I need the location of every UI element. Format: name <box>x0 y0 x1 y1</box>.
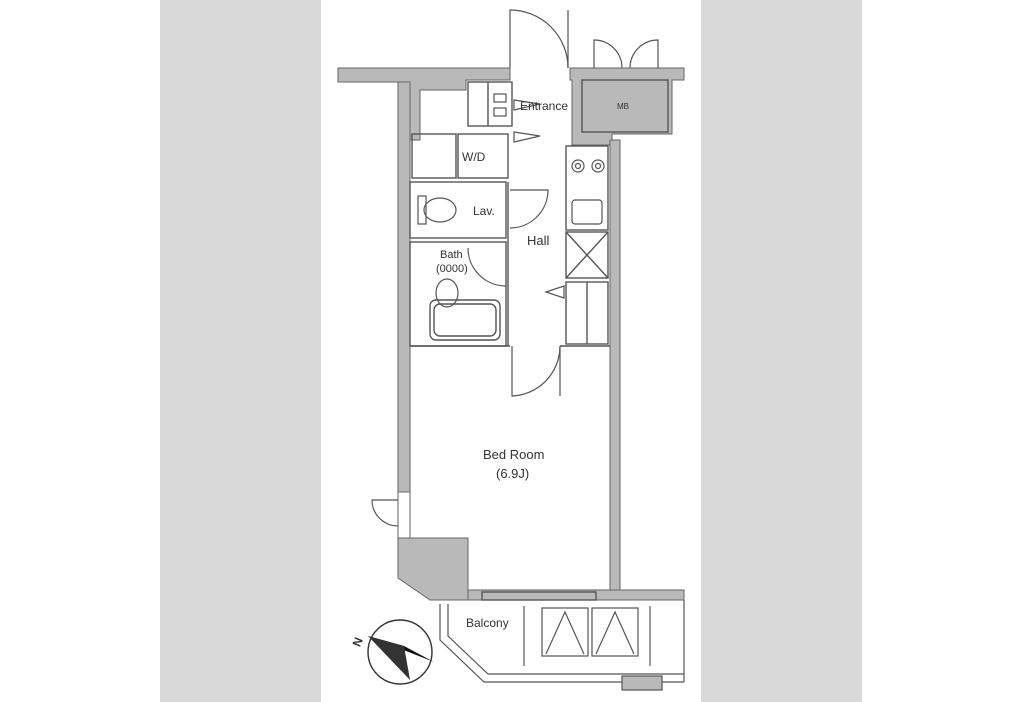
entrance-door-swing <box>509 9 569 69</box>
bath-door-swing <box>467 247 507 287</box>
right-gray-panel <box>701 0 862 702</box>
top-wall-right <box>569 67 685 146</box>
pantry-box <box>411 133 457 179</box>
right-wall <box>609 139 621 591</box>
bedroom-door-swing <box>511 345 561 397</box>
left-wall <box>397 81 411 493</box>
sink <box>571 199 603 225</box>
kitchen-counter <box>565 145 609 231</box>
north-label: N <box>350 635 366 648</box>
interior-walls <box>409 79 669 601</box>
balcony <box>439 600 685 691</box>
fridge-space <box>565 231 609 279</box>
bathtub <box>429 299 501 341</box>
fixtures <box>417 93 605 308</box>
room-labels: Entrance MB W/D Lav. Hall Bath (0000) Be… <box>350 99 629 649</box>
compass-icon <box>367 619 434 685</box>
balcony-side-door <box>371 499 399 527</box>
stove-burner-2 <box>591 159 605 173</box>
mb-label: MB <box>617 102 629 111</box>
bath-label: Bath <box>440 249 463 261</box>
outdoor-unit-2 <box>591 607 639 657</box>
lavatory-room <box>409 181 507 239</box>
entrance-label: Entrance <box>520 99 568 113</box>
mb-door-left <box>593 39 623 69</box>
balcony-label: Balcony <box>466 616 509 630</box>
toilet <box>423 197 457 223</box>
washer-box <box>457 133 509 179</box>
doors <box>371 9 659 527</box>
mb-door-right <box>629 39 659 69</box>
wash-basin <box>435 278 459 308</box>
bath-size-label: (0000) <box>436 263 468 275</box>
stove-burner-1 <box>571 159 585 173</box>
wd-label: W/D <box>462 150 486 164</box>
shoe-cabinet <box>467 81 513 127</box>
left-gray-panel <box>160 0 321 702</box>
hall-label: Hall <box>527 233 550 248</box>
lavatory-door-swing <box>509 189 549 229</box>
meter-box <box>581 79 669 133</box>
corner-wall-block <box>397 537 469 601</box>
bedroom-size-label: (6.9J) <box>496 466 529 481</box>
exterior-walls <box>337 67 685 601</box>
lav-label: Lav. <box>473 204 495 218</box>
bedroom-window <box>481 591 597 601</box>
outdoor-unit-1 <box>541 607 589 657</box>
top-wall-left <box>337 67 511 141</box>
lower-left-jamb <box>397 491 411 539</box>
bedroom-label: Bed Room <box>483 447 544 462</box>
